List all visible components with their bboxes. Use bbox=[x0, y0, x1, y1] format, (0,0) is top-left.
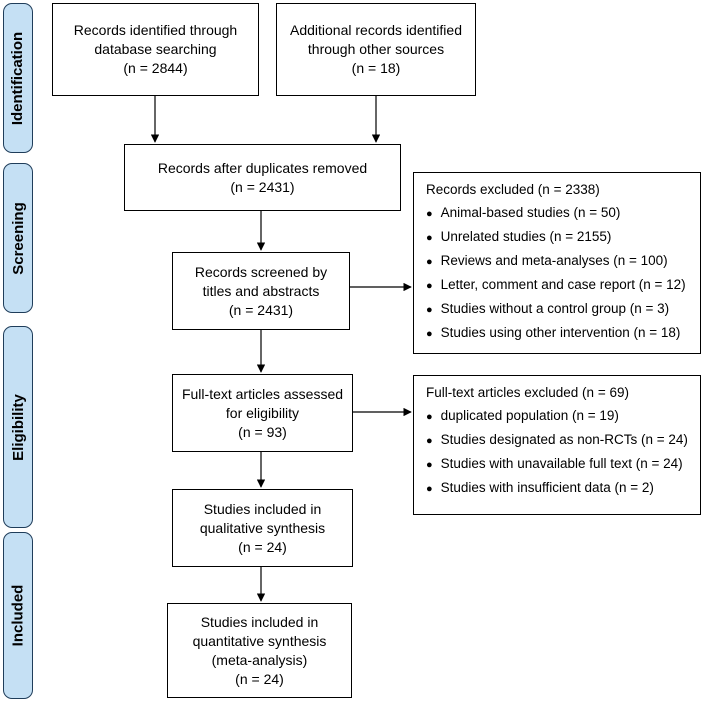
phase-label: Screening bbox=[9, 201, 27, 275]
phase-screening: Screening bbox=[3, 163, 33, 313]
box-line: for eligibility bbox=[225, 404, 300, 421]
box-qualitative-synthesis: Studies included in qualitative synthesi… bbox=[172, 489, 353, 567]
list-item: Studies with insufficient data (n = 2) bbox=[426, 477, 688, 500]
box-other-sources: Additional records identified through ot… bbox=[276, 3, 476, 96]
phase-identification: Identification bbox=[3, 3, 33, 153]
box-database-search: Records identified through database sear… bbox=[52, 3, 259, 96]
box-line: qualitative synthesis bbox=[199, 519, 326, 536]
phase-label: Included bbox=[9, 584, 27, 647]
list-item: Studies without a control group (n = 3) bbox=[426, 298, 688, 321]
list-item: Studies designated as non-RCTs (n = 24) bbox=[426, 429, 688, 452]
phase-label: Eligibility bbox=[9, 393, 27, 461]
list-item: duplicated population (n = 19) bbox=[426, 405, 688, 428]
phase-eligibility: Eligibility bbox=[3, 326, 33, 528]
box-line: Studies included in bbox=[200, 613, 319, 630]
box-fulltext-excluded: Full-text articles excluded (n = 69) dup… bbox=[413, 375, 701, 515]
excluded-title: Full-text articles excluded (n = 69) bbox=[426, 385, 629, 400]
box-line: Additional records identified bbox=[290, 22, 462, 38]
box-line: (n = 93) bbox=[238, 423, 287, 440]
box-line: titles and abstracts bbox=[202, 282, 320, 299]
box-line: database searching bbox=[94, 41, 217, 57]
excluded-title: Records excluded (n = 2338) bbox=[426, 182, 600, 197]
box-line: (n = 24) bbox=[238, 538, 287, 555]
list-item: Animal-based studies (n = 50) bbox=[426, 202, 688, 225]
excluded-list: duplicated population (n = 19) Studies d… bbox=[426, 405, 688, 500]
box-line: through other sources bbox=[307, 41, 445, 57]
list-item: Studies using other intervention (n = 18… bbox=[426, 322, 688, 345]
list-item: Studies with unavailable full text (n = … bbox=[426, 453, 688, 476]
box-line: (n = 2431) bbox=[228, 301, 294, 318]
box-line: (n = 18) bbox=[351, 60, 401, 76]
box-line: quantitative synthesis bbox=[192, 632, 327, 649]
box-line: Records after duplicates removed bbox=[157, 159, 368, 176]
box-after-duplicates: Records after duplicates removed (n = 24… bbox=[124, 144, 401, 211]
box-line: (meta-analysis) bbox=[211, 651, 308, 668]
list-item: Reviews and meta-analyses (n = 100) bbox=[426, 250, 688, 273]
box-line: (n = 24) bbox=[235, 670, 284, 687]
box-quantitative-synthesis: Studies included in quantitative synthes… bbox=[167, 603, 352, 698]
phase-included: Included bbox=[3, 532, 33, 699]
list-item: Letter, comment and case report (n = 12) bbox=[426, 274, 688, 297]
box-screened: Records screened by titles and abstracts… bbox=[172, 252, 350, 330]
box-line: Full-text articles assessed bbox=[181, 385, 344, 402]
box-line: (n = 2431) bbox=[230, 178, 295, 195]
box-line: Records screened by bbox=[194, 263, 328, 280]
box-line: (n = 2844) bbox=[123, 60, 188, 76]
box-fulltext-assessed: Full-text articles assessed for eligibil… bbox=[172, 374, 353, 452]
excluded-list: Animal-based studies (n = 50) Unrelated … bbox=[426, 202, 688, 345]
phase-label: Identification bbox=[9, 31, 27, 125]
list-item: Unrelated studies (n = 2155) bbox=[426, 226, 688, 249]
box-line: Records identified through bbox=[73, 22, 238, 38]
box-line: Studies included in bbox=[203, 500, 322, 517]
box-records-excluded: Records excluded (n = 2338) Animal-based… bbox=[413, 172, 701, 354]
